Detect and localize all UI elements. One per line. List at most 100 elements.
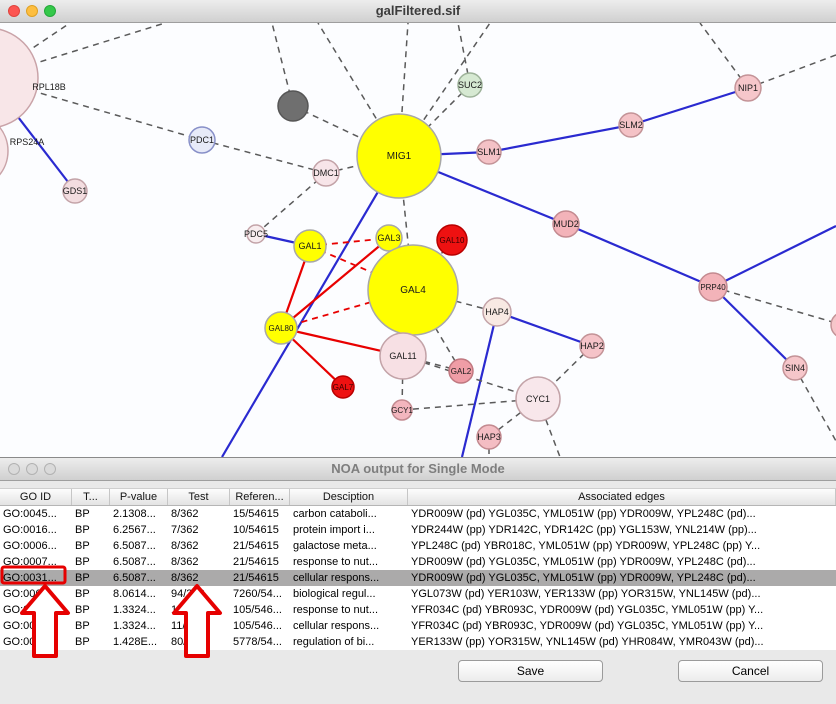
node-gal3[interactable]	[375, 224, 403, 252]
zoom-button[interactable]	[44, 5, 56, 17]
column-header-associated_edges[interactable]: Associated edges	[408, 489, 836, 505]
node-hap3[interactable]	[476, 424, 502, 450]
table-cell-p_value: 1.428E...	[113, 636, 158, 648]
edge[interactable]	[460, 311, 499, 457]
table-cell-associated_edges: YFR034C (pd) YBR093C, YDR009W (pd) YGL03…	[411, 620, 764, 632]
node-mig1[interactable]	[356, 113, 442, 199]
edge[interactable]	[255, 172, 327, 235]
node-label: PDC5	[244, 229, 268, 239]
minimize-button[interactable]	[26, 463, 38, 475]
cancel-button[interactable]: Cancel	[678, 660, 823, 682]
node-label: GAL11	[389, 351, 416, 361]
node-gcy1[interactable]	[391, 399, 413, 421]
node-label: RPS24A	[10, 137, 45, 147]
table-cell-type: BP	[75, 524, 90, 536]
zoom-button[interactable]	[44, 463, 56, 475]
node-rps24a[interactable]	[0, 113, 9, 189]
close-button[interactable]	[8, 5, 20, 17]
table-cell-p_value: 6.5087...	[113, 540, 156, 552]
table-cell-reference: 21/54615	[233, 572, 279, 584]
network-window-titlebar[interactable]: galFiltered.sif	[0, 0, 836, 23]
node-cyc1[interactable]	[515, 376, 561, 422]
table-cell-reference: 21/54615	[233, 540, 279, 552]
table-cell-go_id: GO:0007...	[3, 556, 57, 568]
edge[interactable]	[292, 105, 400, 157]
table-cell-associated_edges: YGL073W (pd) YER103W, YER133W (pp) YOR31…	[411, 588, 761, 600]
edge[interactable]	[488, 123, 632, 154]
node-pdc1[interactable]	[188, 126, 216, 154]
node-hap4[interactable]	[482, 297, 512, 327]
column-header-type[interactable]: T...	[72, 489, 110, 505]
node-gal11[interactable]	[379, 332, 427, 380]
node-slm2[interactable]	[618, 112, 644, 138]
edge[interactable]	[398, 84, 471, 157]
column-header-reference[interactable]: Referen...	[230, 489, 290, 505]
node-label: DMC1	[313, 168, 339, 178]
table-cell-p_value: 6.2567...	[113, 524, 156, 536]
node-dmc1[interactable]	[312, 159, 340, 187]
node-label: MIG1	[387, 151, 412, 162]
edge[interactable]	[712, 225, 836, 288]
node-sin4[interactable]	[782, 355, 808, 381]
table-cell-go_id: GO:0031...	[3, 572, 57, 584]
node-slm1[interactable]	[476, 139, 502, 165]
edge[interactable]	[496, 310, 593, 348]
column-header-p_value[interactable]: P-value	[110, 489, 168, 505]
node-hap2[interactable]	[579, 333, 605, 359]
save-button[interactable]: Save	[458, 660, 603, 682]
edge[interactable]	[201, 139, 327, 174]
node-prp40[interactable]	[698, 272, 728, 302]
column-header-go_id[interactable]: GO ID	[0, 489, 72, 505]
node-cutright[interactable]	[830, 312, 836, 338]
close-button[interactable]	[8, 463, 20, 475]
noa-window-titlebar[interactable]: NOA output for Single Mode	[0, 458, 836, 481]
edge[interactable]	[0, 23, 166, 78]
table-cell-type: BP	[75, 556, 90, 568]
edge[interactable]	[794, 367, 836, 442]
node-gray1[interactable]	[277, 90, 309, 122]
edge[interactable]	[747, 54, 836, 89]
node-nip1[interactable]	[734, 74, 762, 102]
minimize-button[interactable]	[26, 5, 38, 17]
edge[interactable]	[565, 222, 714, 289]
node-mud2[interactable]	[552, 210, 580, 238]
node-gal7[interactable]	[331, 375, 355, 399]
table-cell-test: 11/362	[171, 620, 204, 632]
table-cell-reference: 10/54615	[233, 524, 279, 536]
node-rpl18b[interactable]	[0, 28, 39, 128]
node-gal1[interactable]	[293, 229, 327, 263]
edge[interactable]	[630, 86, 749, 127]
node-gal80[interactable]	[264, 311, 298, 345]
table-cell-go_id: GO:0031...	[3, 620, 57, 632]
node-suc2[interactable]	[457, 72, 483, 98]
edge[interactable]	[221, 155, 400, 457]
node-gal10[interactable]	[436, 224, 468, 256]
column-header-test[interactable]: Test	[168, 489, 230, 505]
table-cell-associated_edges: YDR244W (pp) YDR142C, YDR142C (pp) YGL15…	[411, 524, 757, 536]
node-gal2[interactable]	[448, 358, 474, 384]
table-cell-p_value: 2.1308...	[113, 508, 156, 520]
node-pdc5[interactable]	[246, 224, 266, 244]
table-cell-test: 8/362	[171, 556, 199, 568]
table-cell-type: BP	[75, 604, 90, 616]
edge[interactable]	[280, 237, 390, 329]
node-label: GAL7	[333, 383, 354, 392]
node-gds1[interactable]	[62, 178, 88, 204]
table-cell-description: response to nut...	[293, 556, 378, 568]
edge[interactable]	[712, 286, 796, 369]
column-header-description[interactable]: Desciption	[290, 489, 408, 505]
table-cell-type: BP	[75, 540, 90, 552]
table-cell-type: BP	[75, 508, 90, 520]
